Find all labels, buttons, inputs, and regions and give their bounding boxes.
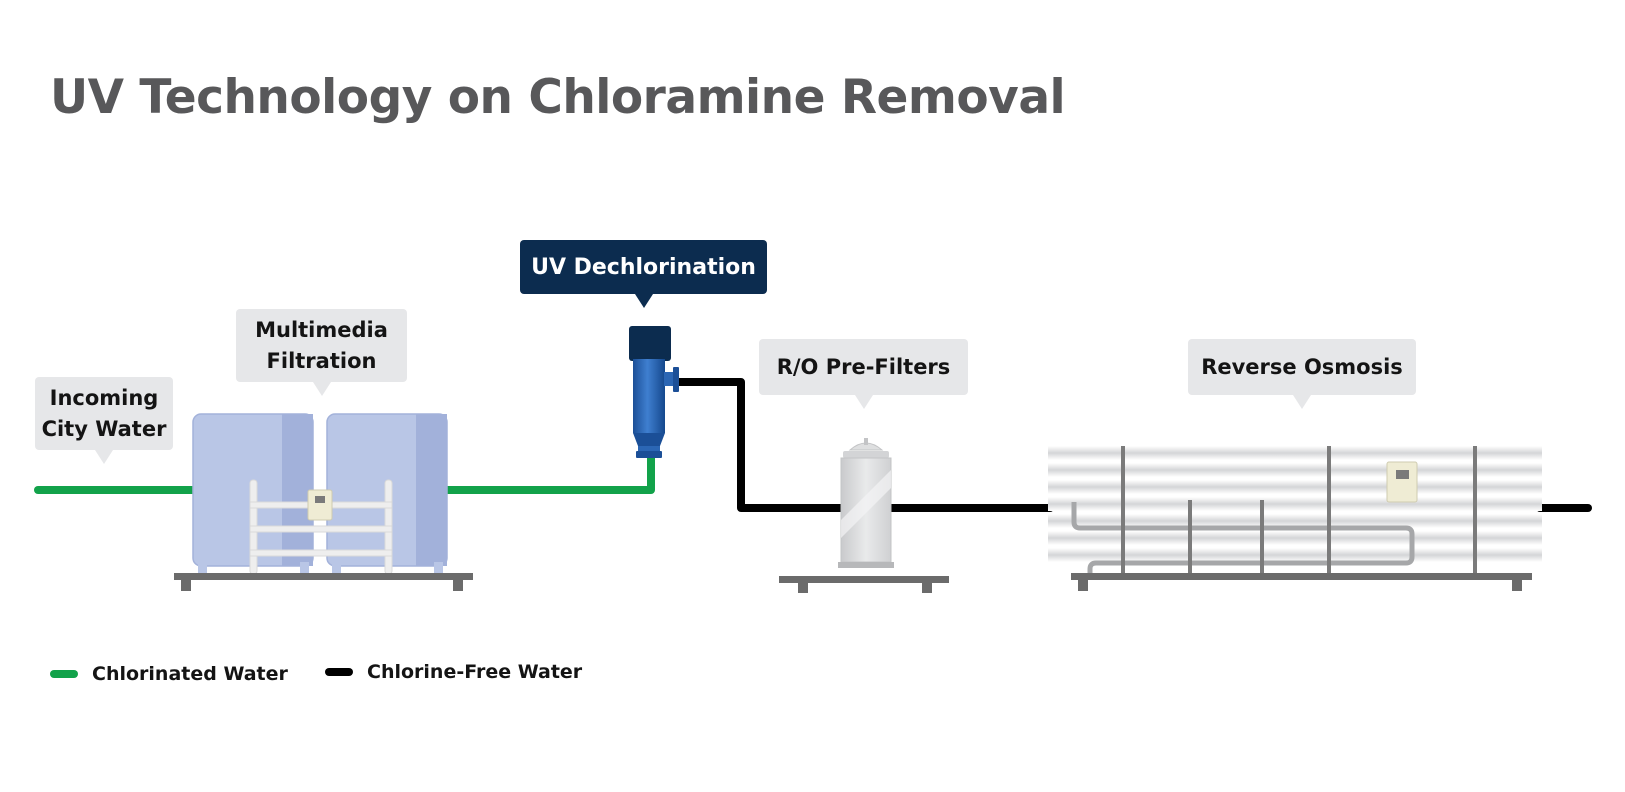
legend-label-chlorine-free: Chlorine-Free Water [367, 661, 583, 683]
multimedia-filtration-tanks [174, 413, 473, 591]
legend-chlorinated-water: Chlorinated Water [50, 663, 288, 685]
callout-multimedia-filtration: Multimedia Filtration [236, 309, 407, 396]
legend-chlorine-free-water: Chlorine-Free Water [325, 661, 582, 683]
legend-swatch-green [50, 670, 78, 678]
callout-uv-label: UV Dechlorination [531, 254, 756, 280]
callout-incoming-line2: City Water [41, 416, 167, 441]
uv-dechlorination-unit [629, 326, 679, 458]
callout-uv-dechlorination: UV Dechlorination [520, 240, 767, 308]
control-panel-icon [307, 489, 333, 521]
callout-multimedia-line1: Multimedia [255, 317, 388, 342]
callout-ro-prefilters: R/O Pre-Filters [759, 339, 968, 409]
callout-ro-label: Reverse Osmosis [1201, 354, 1403, 379]
callout-incoming-line1: Incoming [49, 385, 159, 410]
legend-swatch-black [325, 668, 353, 676]
callout-reverse-osmosis: Reverse Osmosis [1188, 339, 1416, 409]
legend-label-chlorinated: Chlorinated Water [92, 663, 288, 685]
callout-prefilters-label: R/O Pre-Filters [776, 354, 951, 379]
page-title: UV Technology on Chloramine Removal [50, 70, 1066, 125]
ro-control-panel-icon [1386, 461, 1418, 503]
reverse-osmosis-skid [1048, 446, 1542, 591]
chlorinated-water-pipe [34, 454, 655, 494]
callout-incoming-city-water: Incoming City Water [35, 377, 173, 464]
ro-prefilter-housing [779, 438, 949, 593]
chlorine-free-water-pipe [673, 378, 1592, 512]
callout-multimedia-line2: Filtration [266, 348, 377, 373]
